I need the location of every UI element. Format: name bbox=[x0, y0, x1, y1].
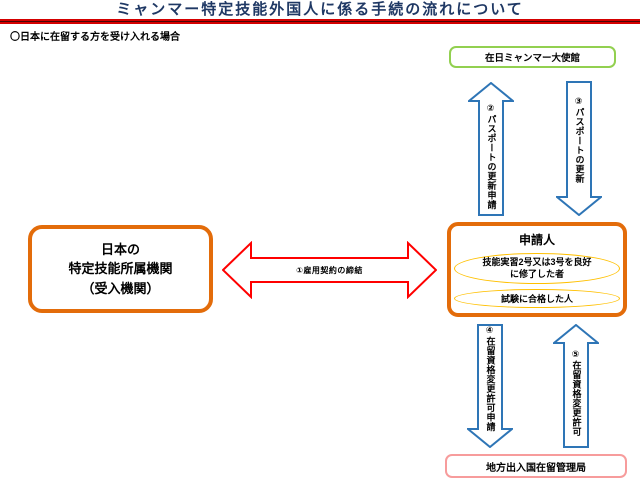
applicant-box: 申請人 技能実習2号又は3号を良好 に修了した者 試験に合格した人 bbox=[447, 222, 627, 317]
status-change-permit-label: ⑤在留資格変更許可 bbox=[571, 349, 582, 437]
passport-application-arrow: ②パスポートの更新申請 bbox=[468, 82, 514, 216]
passport-application-label: ②パスポートの更新申請 bbox=[486, 104, 497, 210]
passport-renewal-label: ③パスポートの更新 bbox=[574, 97, 585, 184]
exam-passer-label: 試験に合格した人 bbox=[500, 294, 573, 304]
trainee-group-ellipse: 技能実習2号又は3号を良好 に修了した者 bbox=[454, 253, 620, 284]
down-arrow-shape bbox=[556, 81, 602, 216]
passport-renewal-arrow: ③パスポートの更新 bbox=[556, 81, 602, 216]
immigration-label: 地方出入国在留管理局 bbox=[486, 462, 586, 474]
exam-passer-ellipse: 試験に合格した人 bbox=[454, 289, 620, 308]
down-arrow-icon bbox=[556, 81, 602, 216]
up-arrow-icon bbox=[553, 324, 599, 448]
up-arrow-shape bbox=[553, 324, 599, 448]
embassy-label: 在日ミャンマー大使館 bbox=[484, 53, 580, 64]
header-rule bbox=[0, 19, 640, 24]
section-heading: 〇日本に在留する方を受け入れる場合 bbox=[10, 32, 180, 43]
trainee-group-label: 技能実習2号又は3号を良好 に修了した者 bbox=[482, 257, 592, 279]
employment-contract-arrow: ①雇用契約の締結 bbox=[222, 241, 437, 299]
up-arrow-icon bbox=[468, 82, 514, 216]
up-arrow-shape bbox=[468, 82, 514, 216]
status-change-application-label: ④在留資格変更許可申請 bbox=[485, 326, 496, 432]
down-arrow-icon bbox=[467, 324, 513, 448]
down-arrow-shape bbox=[467, 324, 513, 448]
employment-contract-label: ①雇用契約の締結 bbox=[296, 265, 363, 275]
immigration-box: 地方出入国在留管理局 bbox=[445, 454, 627, 478]
applicant-title: 申請人 bbox=[518, 233, 555, 247]
double-horizontal-arrow-shape bbox=[222, 241, 437, 299]
double-horizontal-arrow-icon bbox=[222, 241, 437, 299]
receiving-org-box: 日本の 特定技能所属機関 （受入機関） bbox=[28, 225, 213, 313]
status-change-permit-arrow: ⑤在留資格変更許可 bbox=[553, 324, 599, 448]
status-change-application-arrow: ④在留資格変更許可申請 bbox=[467, 324, 513, 448]
embassy-box: 在日ミャンマー大使館 bbox=[449, 46, 616, 68]
receiving-org-label: 日本の 特定技能所属機関 （受入機関） bbox=[68, 241, 173, 296]
